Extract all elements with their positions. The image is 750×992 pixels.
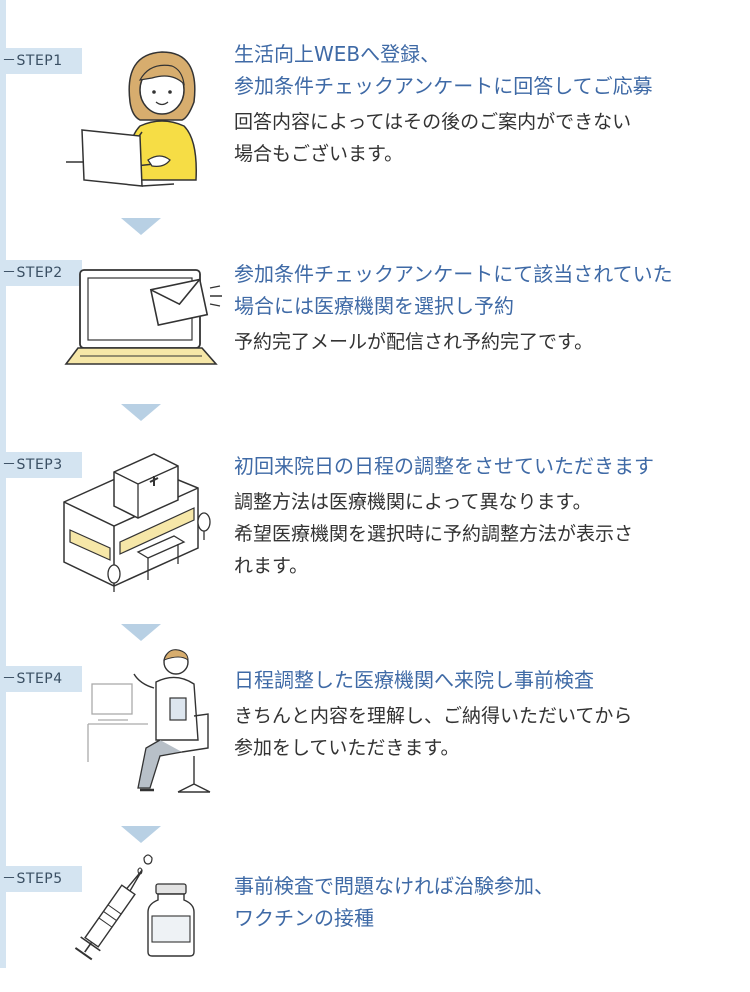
doctor-in-chair-icon [58, 644, 228, 808]
step-arrow [121, 404, 161, 421]
step-arrow [121, 624, 161, 641]
step-arrow [121, 218, 161, 235]
laptop-email-icon [58, 262, 228, 376]
woman-with-laptop-icon [58, 40, 228, 194]
step-description: きちんと内容を理解し、ご納得いただいてから 参加をしていただきます。 [234, 705, 633, 759]
step-label: －STEP4 [0, 666, 82, 692]
step-description: 予約完了メールが配信され予約完了です。 [234, 331, 594, 353]
step-headline: 初回来院日の日程の調整をさせていただきます [234, 454, 654, 478]
step-label: －STEP2 [0, 260, 82, 286]
step-arrow [121, 826, 161, 843]
step-description: 調整方法は医療機関によって異なります。 希望医療機関を選択時に予約調整方法が表示… [234, 491, 634, 577]
step-label: －STEP3 [0, 452, 82, 478]
step-label: －STEP5 [0, 866, 82, 892]
step-headline: 日程調整した医療機関へ来院し事前検査 [234, 668, 594, 692]
step-headline: 生活向上WEBへ登録、 参加条件チェックアンケートに回答してご応募 [234, 42, 653, 98]
step-headline: 事前検査で問題なければ治験参加、 ワクチンの接種 [234, 874, 554, 930]
step-headline: 参加条件チェックアンケートにて該当されていた 場合には医療機関を選択し予約 [234, 262, 673, 318]
hospital-building-icon [58, 444, 228, 598]
timeline-rail [0, 0, 6, 968]
step-label: －STEP1 [0, 48, 82, 74]
step-description: 回答内容によってはその後のご案内ができない 場合もございます。 [234, 111, 632, 165]
syringe-vial-icon [58, 850, 228, 966]
